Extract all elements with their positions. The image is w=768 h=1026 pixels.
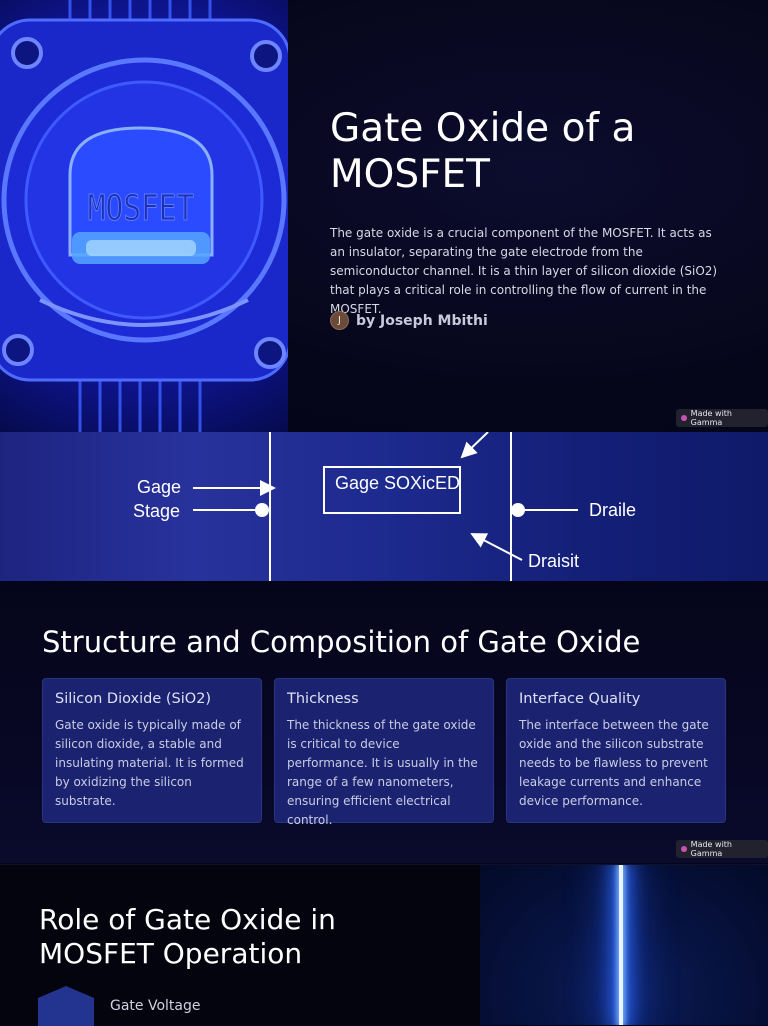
label-stage: Stage bbox=[133, 501, 181, 521]
card-body: The thickness of the gate oxide is criti… bbox=[287, 718, 478, 827]
card-silicon-dioxide: Silicon Dioxide (SiO2) Gate oxide is typ… bbox=[42, 678, 262, 823]
label-draisit: Draisit bbox=[528, 551, 580, 571]
page-title: Gate Oxide of a MOSFET bbox=[330, 106, 636, 197]
label-draile: Draile bbox=[589, 500, 637, 520]
step-label-gate-voltage: Gate Voltage bbox=[110, 998, 201, 1014]
gamma-logo-icon bbox=[681, 846, 687, 852]
label-gage: Gage bbox=[137, 477, 182, 497]
card-interface-quality: Interface Quality The interface between … bbox=[506, 678, 726, 823]
section-heading: Structure and Composition of Gate Oxide bbox=[42, 625, 641, 659]
badge-label: Made with Gamma bbox=[690, 840, 732, 858]
author-byline: J by Joseph Mbithi bbox=[330, 311, 488, 330]
badge-label: Made with Gamma bbox=[690, 409, 732, 427]
oxide-box bbox=[323, 466, 461, 514]
author-name: by Joseph Mbithi bbox=[356, 312, 488, 329]
made-with-gamma-badge[interactable]: Made with Gamma bbox=[676, 840, 768, 858]
section-heading: Role of Gate Oxide in MOSFET Operation bbox=[39, 903, 336, 970]
intro-description: The gate oxide is a crucial component of… bbox=[330, 226, 718, 316]
stage-dot bbox=[255, 503, 269, 517]
light-beam-image bbox=[480, 865, 768, 1025]
made-with-gamma-badge[interactable]: Made with Gamma bbox=[676, 409, 768, 427]
gate-oxide-diagram: Gage Stage Gage SOXicED Draile Draisit bbox=[0, 432, 768, 581]
card-title: Silicon Dioxide (SiO2) bbox=[55, 691, 212, 707]
draisit-arrow bbox=[470, 533, 523, 561]
card-title: Thickness bbox=[287, 691, 359, 707]
gamma-logo-icon bbox=[681, 415, 687, 421]
title-slide: MOSFET Gate Oxide of a MOSFET The gate o… bbox=[0, 0, 768, 432]
role-slide: Role of Gate Oxide in MOSFET Operation G… bbox=[0, 864, 768, 1026]
mosfet-chip-image: MOSFET bbox=[0, 0, 288, 432]
card-row: Silicon Dioxide (SiO2) Gate oxide is typ… bbox=[42, 678, 726, 827]
chevron-step-icon bbox=[38, 986, 94, 1026]
card-body: Gate oxide is typically made of silicon … bbox=[55, 718, 244, 808]
chip-label: MOSFET bbox=[88, 186, 195, 229]
avatar[interactable]: J bbox=[330, 311, 349, 330]
structure-slide: Structure and Composition of Gate Oxide … bbox=[0, 581, 768, 863]
card-thickness: Thickness The thickness of the gate oxid… bbox=[274, 678, 494, 827]
top-arrow bbox=[460, 432, 489, 459]
label-gage-soxiced: Gage SOXicED bbox=[335, 473, 461, 493]
light-beam bbox=[619, 865, 623, 1025]
card-body: The interface between the gate oxide and… bbox=[519, 718, 709, 808]
card-title: Interface Quality bbox=[519, 691, 641, 707]
